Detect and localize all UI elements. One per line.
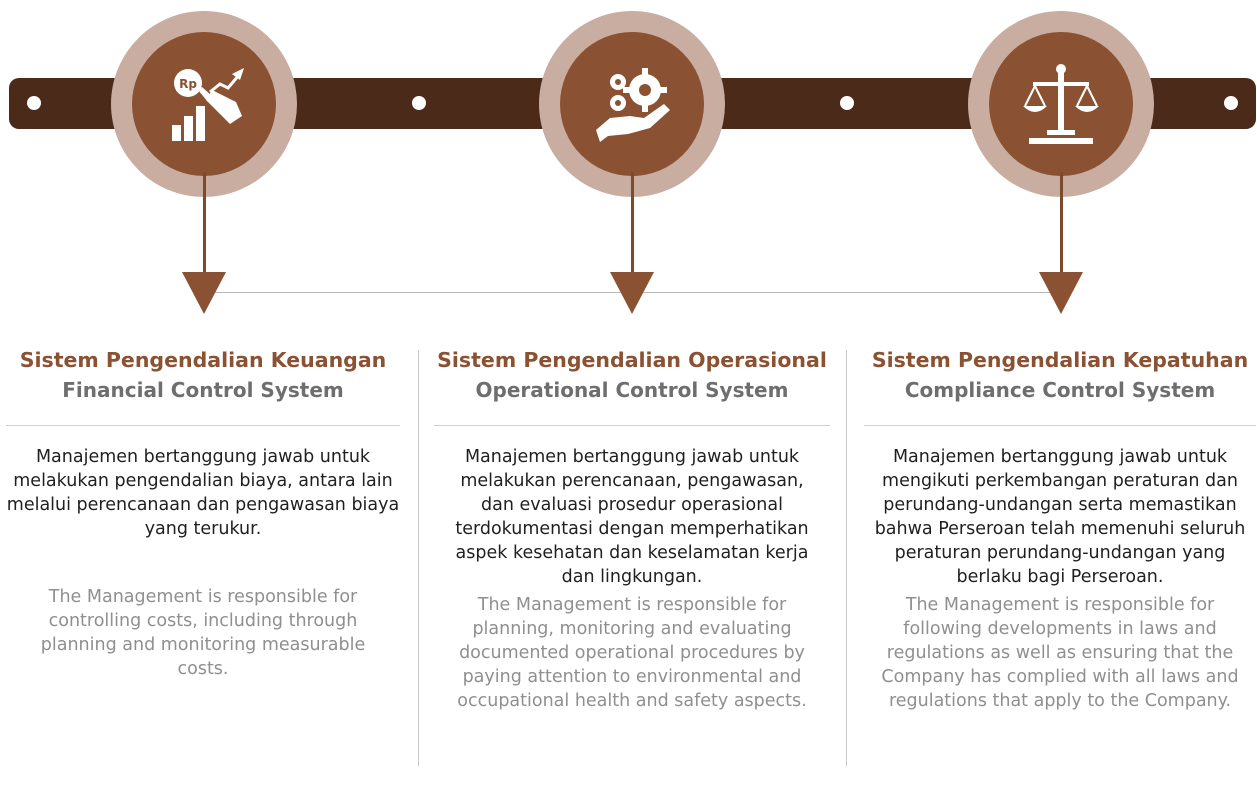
operational-control-column: Sistem Pengendalian Operasional Operatio…: [434, 345, 830, 713]
financial-icon-badge: Rp: [111, 11, 297, 197]
svg-text:Rp: Rp: [179, 77, 197, 91]
compliance-icon-badge: [968, 11, 1154, 197]
description-english: The Management is responsible for planni…: [457, 595, 807, 711]
gears-hand-icon: [596, 68, 670, 142]
description-indonesian: Manajemen bertanggung jawab untuk melaku…: [6, 447, 400, 539]
rupiah-growth-icon: Rp: [172, 68, 244, 141]
operational-icon-badge: [539, 11, 725, 197]
column-title-english: Operational Control System: [475, 378, 789, 402]
description-english: The Management is responsible for contro…: [40, 587, 366, 679]
divider: [6, 425, 400, 426]
connector-line: [1060, 172, 1063, 280]
down-arrow-icon: [182, 272, 226, 314]
down-arrow-icon: [1039, 272, 1083, 314]
column-title-english: Financial Control System: [62, 378, 344, 402]
timeline-dot: [412, 96, 426, 110]
column-title-indonesian: Sistem Pengendalian Keuangan: [19, 348, 387, 372]
down-arrow-icon: [610, 272, 654, 314]
compliance-control-column: Sistem Pengendalian Kepatuhan Compliance…: [864, 345, 1256, 713]
timeline-dot: [840, 96, 854, 110]
divider: [434, 425, 830, 426]
column-title-indonesian: Sistem Pengendalian Kepatuhan: [871, 348, 1249, 372]
timeline-dot: [1224, 96, 1238, 110]
column-divider: [846, 350, 847, 766]
description-indonesian: Manajemen bertanggung jawab untuk melaku…: [455, 447, 809, 587]
connector-line: [631, 172, 634, 280]
description-indonesian: Manajemen bertanggung jawab untuk mengik…: [874, 447, 1246, 587]
description-english: The Management is responsible for follow…: [881, 595, 1239, 711]
connector-line: [203, 172, 206, 280]
financial-control-column: Sistem Pengendalian Keuangan Financial C…: [6, 345, 400, 681]
timeline-dot: [27, 96, 41, 110]
column-title-indonesian: Sistem Pengendalian Operasional: [437, 348, 827, 372]
column-divider: [418, 350, 419, 766]
divider: [864, 425, 1256, 426]
scales-icon: [1023, 64, 1099, 144]
column-title-english: Compliance Control System: [904, 378, 1216, 402]
